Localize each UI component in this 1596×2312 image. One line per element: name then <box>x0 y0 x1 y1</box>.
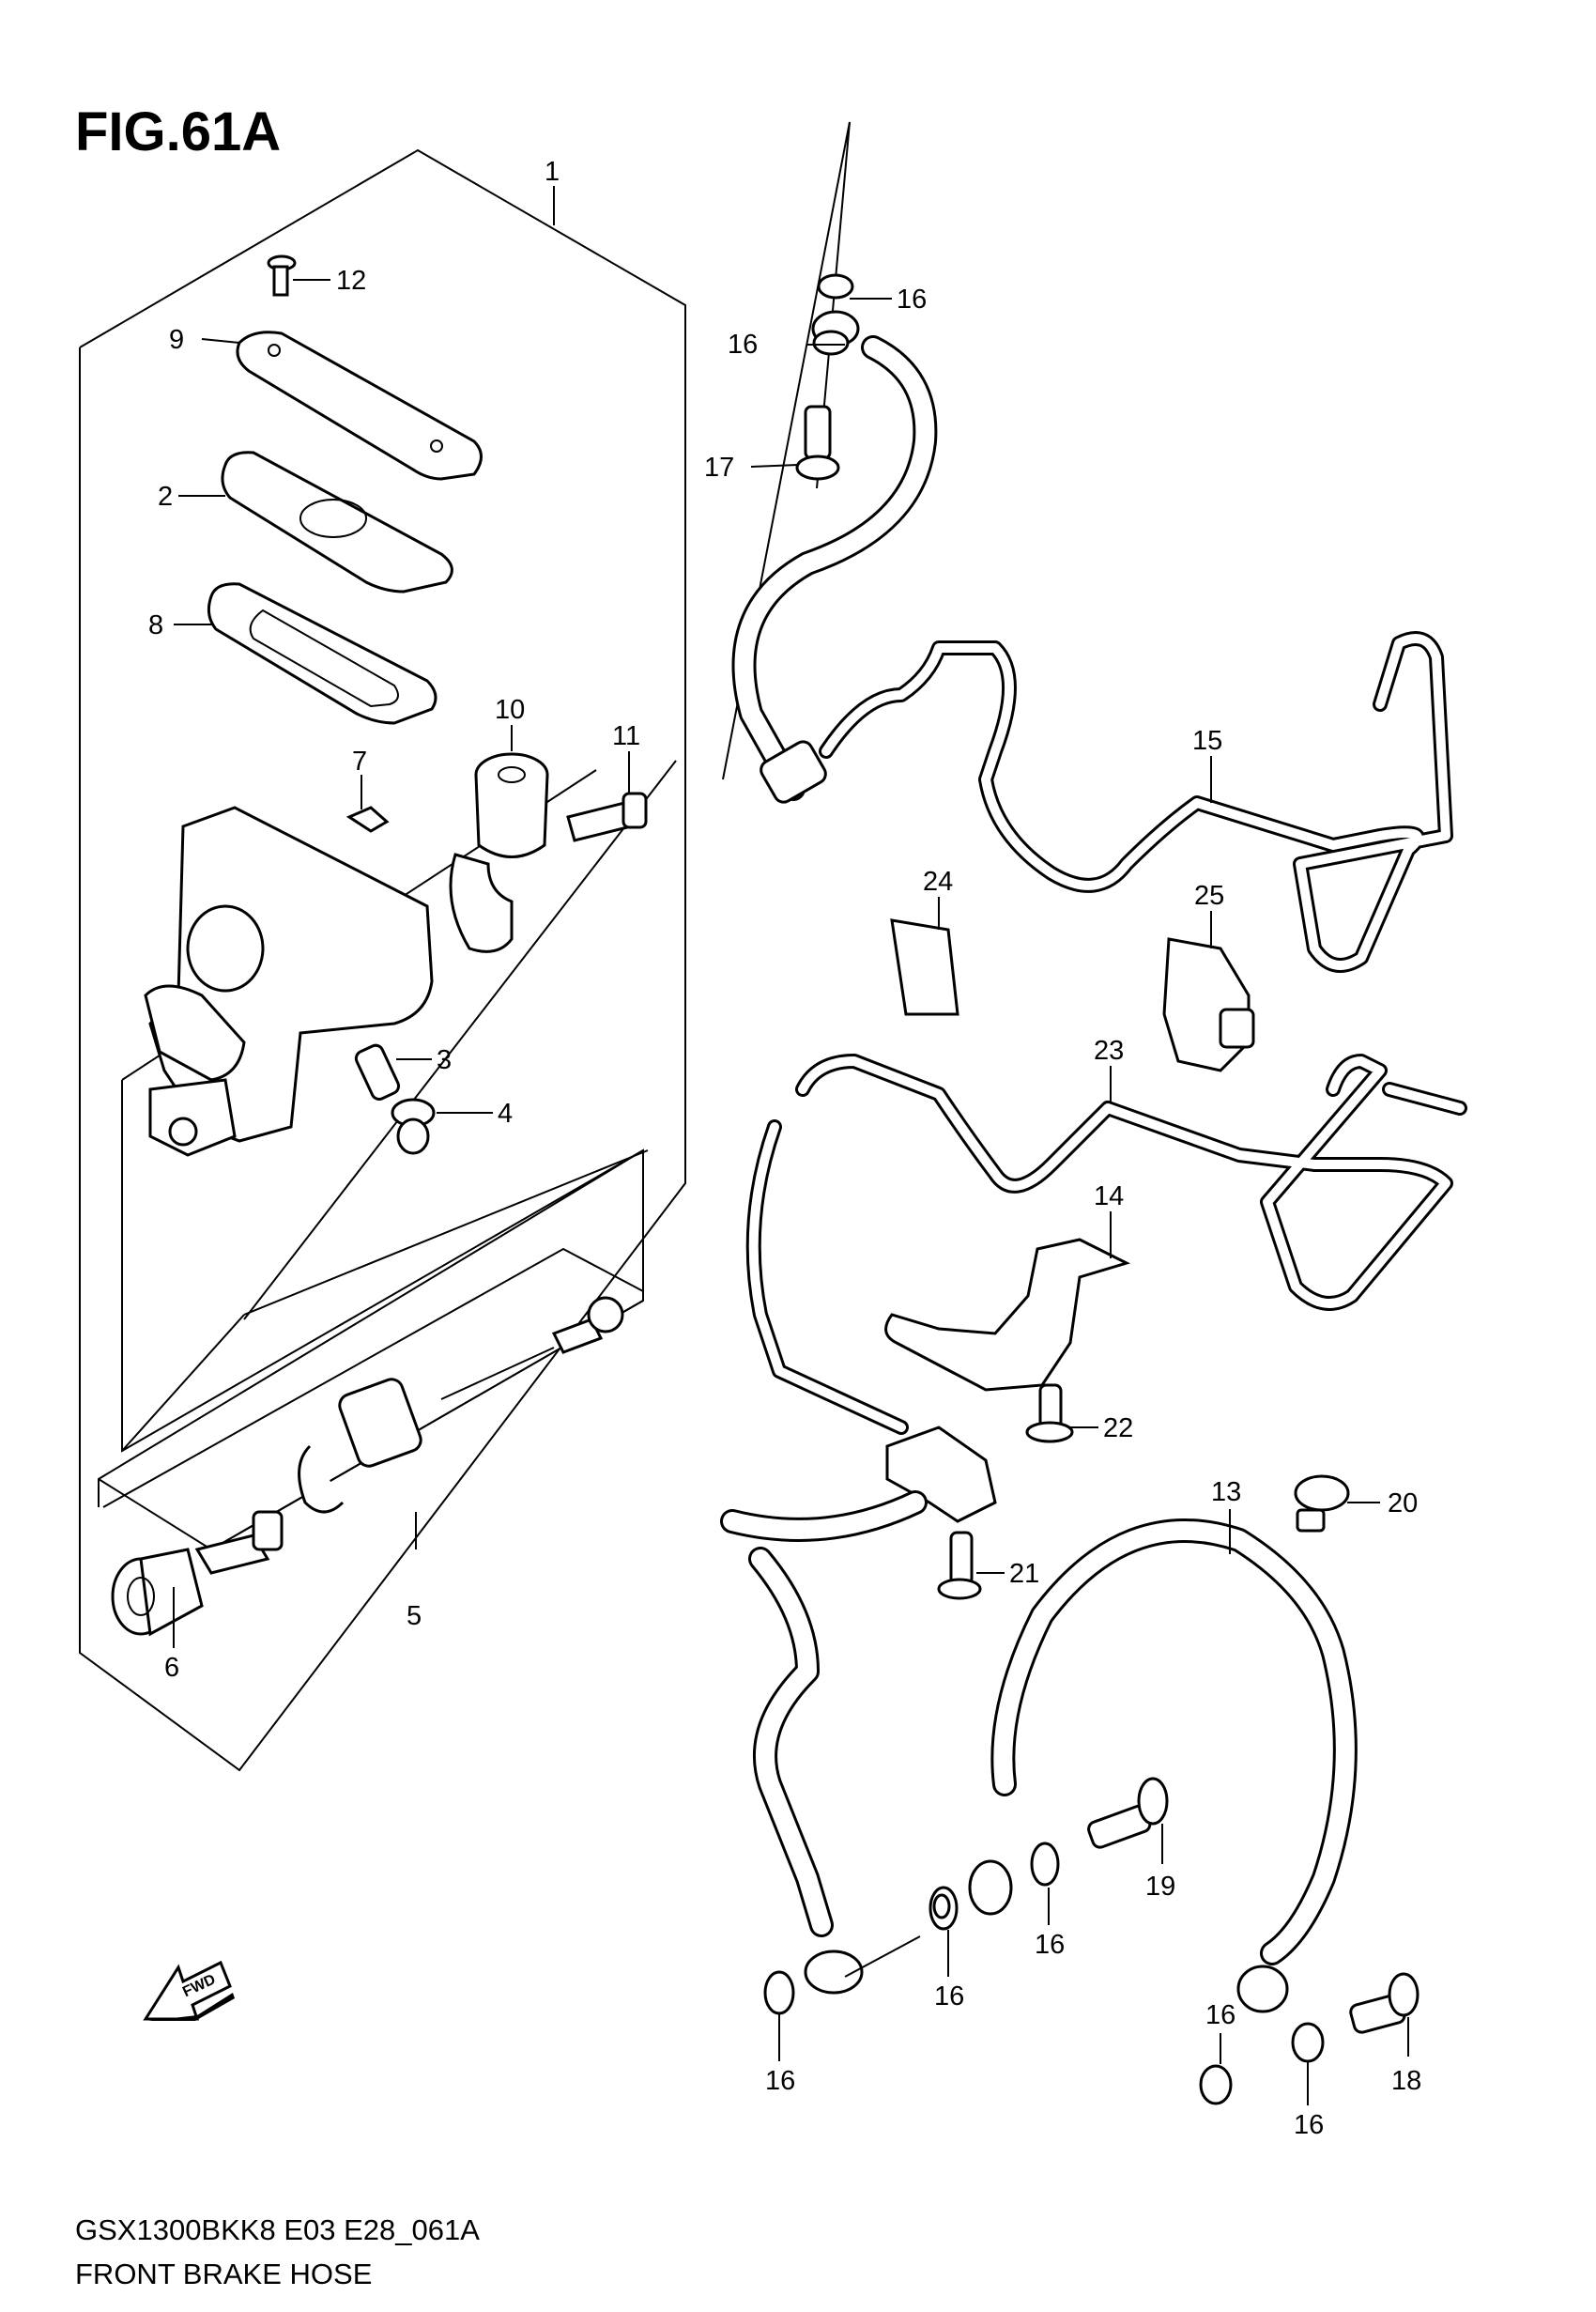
union-bolt-18-part <box>1349 1972 1420 2034</box>
bleeder-screw-3-part <box>354 1043 401 1101</box>
callout-12: 12 <box>336 266 366 296</box>
callout-24: 24 <box>923 867 953 897</box>
bolt-21-part <box>937 1531 982 1600</box>
brake-hose-13-part <box>968 1518 1358 2013</box>
callout-16-a: 16 <box>897 285 927 315</box>
callout-18: 18 <box>1391 2066 1421 2096</box>
callout-16-c: 16 <box>1035 1930 1065 1960</box>
callout-3: 3 <box>437 1045 452 1075</box>
callout-16-d: 16 <box>934 1981 964 2011</box>
callout-2: 2 <box>158 482 173 512</box>
hose-clamp-20-part <box>1294 1474 1350 1533</box>
callout-5: 5 <box>407 1601 422 1631</box>
callout-20: 20 <box>1388 1488 1418 1518</box>
callout-9: 9 <box>169 325 184 355</box>
callout-7: 7 <box>352 747 367 777</box>
boot-6-part <box>111 1548 204 1637</box>
brake-pipe-23-part <box>745 1054 1467 1435</box>
callout-17: 17 <box>704 453 734 483</box>
clip-7-part <box>345 806 390 833</box>
fwd-arrow-icon: FWD <box>143 1960 235 2021</box>
master-cylinder-body-1-part <box>144 806 434 1157</box>
bolt-22-part <box>1025 1383 1074 1443</box>
joint-block-part <box>720 1426 997 1995</box>
callout-23: 23 <box>1094 1036 1124 1066</box>
callout-25: 25 <box>1194 881 1224 911</box>
callout-15: 15 <box>1192 726 1222 756</box>
callout-8: 8 <box>148 610 163 640</box>
callout-labels: 1 2 3 4 5 6 7 8 9 10 11 12 13 14 15 16 1… <box>148 157 1421 2140</box>
bolt-11-part <box>566 792 648 842</box>
callout-11: 11 <box>612 721 640 751</box>
callout-21: 21 <box>1009 1559 1039 1589</box>
callout-13: 13 <box>1211 1477 1241 1507</box>
union-bolt-19-part <box>1087 1777 1169 1849</box>
piston-kit-5-part <box>194 1296 624 1575</box>
clamp-24-part <box>890 918 959 1016</box>
leader-lines <box>173 186 1409 2105</box>
reservoir-cap-9-part <box>236 331 483 481</box>
callout-10: 10 <box>495 695 525 725</box>
callout-22: 22 <box>1103 1413 1133 1443</box>
brake-pipe-15-part <box>819 631 1453 973</box>
figure-caption: FRONT BRAKE HOSE <box>75 2258 372 2290</box>
callout-19: 19 <box>1145 1872 1175 1902</box>
callout-16-f: 16 <box>1205 2000 1235 2030</box>
figure-title: FIG.61A <box>75 101 281 162</box>
upper-brake-hose-part <box>731 310 938 804</box>
callout-16-b: 16 <box>728 330 758 360</box>
piston-kit-outline <box>98 1148 649 1550</box>
callout-16-e: 16 <box>765 2066 795 2096</box>
holder-25-part <box>1162 937 1255 1072</box>
callout-4: 4 <box>498 1099 513 1129</box>
hose-fitting-10-part <box>449 752 549 953</box>
screw-12-part <box>267 254 297 297</box>
callout-1: 1 <box>545 157 560 187</box>
callout-6: 6 <box>164 1653 179 1683</box>
callout-16-g: 16 <box>1294 2110 1324 2140</box>
cap-4-part <box>391 1098 436 1155</box>
model-code: GSX1300BKK8 E03 E28_061A <box>75 2213 480 2246</box>
diaphragm-8-part <box>207 582 437 725</box>
callout-14: 14 <box>1094 1181 1124 1211</box>
washers-16-part <box>763 273 1325 2105</box>
plate-2-part <box>221 451 453 593</box>
bracket-14-part <box>884 1238 1131 1392</box>
union-bolt-17-part <box>795 405 840 481</box>
